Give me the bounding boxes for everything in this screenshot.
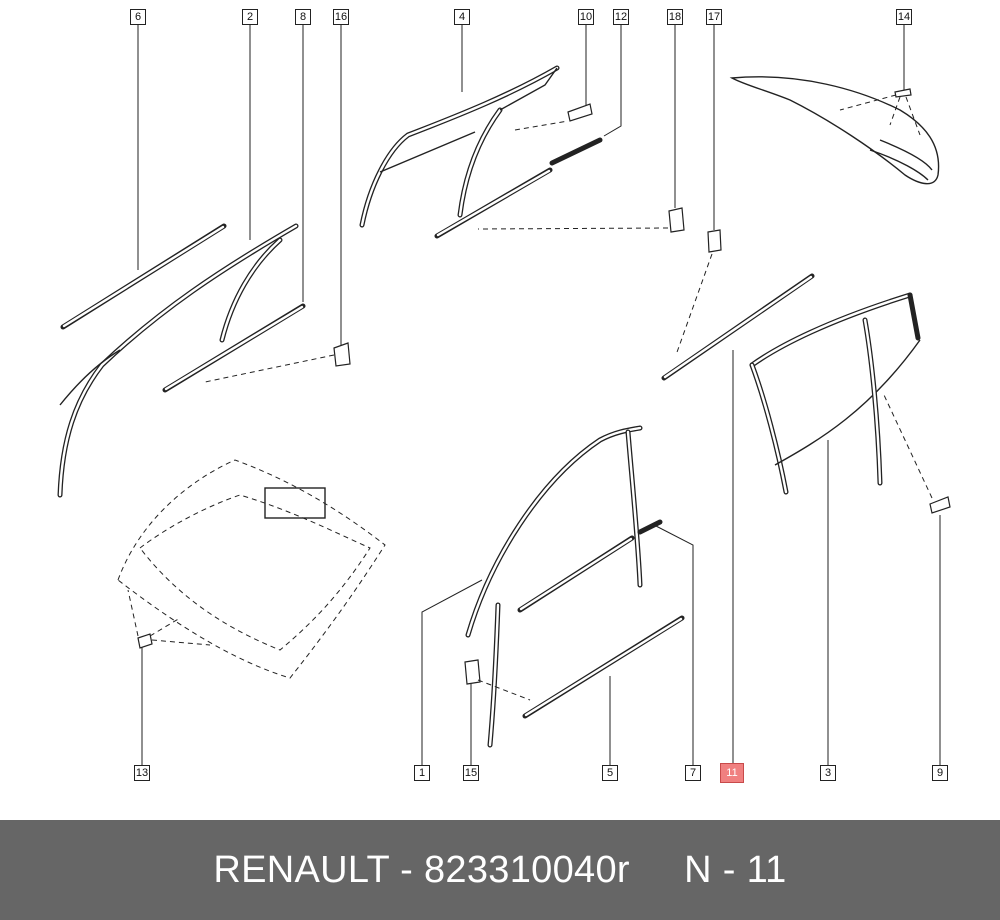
callout-15: 15 [463, 765, 479, 781]
callout-6: 6 [130, 9, 146, 25]
callout-9: 9 [932, 765, 948, 781]
part-3-rear-quarter-frame [749, 292, 933, 499]
part-9-clip [929, 496, 951, 514]
leader-lines [137, 25, 941, 765]
callout-14: 14 [896, 9, 912, 25]
brand-name: RENAULT [213, 849, 390, 891]
part-11-rear-belt-strip [661, 273, 815, 381]
part-number: 823310040r [424, 849, 630, 891]
footer-caption: RENAULT - 823310040r N - 11 [213, 849, 787, 891]
callout-18: 18 [667, 9, 683, 25]
footer-bar: RENAULT - 823310040r N - 11 [0, 820, 1000, 920]
callout-8: 8 [295, 9, 311, 25]
part-4-rear-door-frame [359, 65, 603, 239]
part-5-sill-strip [522, 615, 685, 719]
part-14-rear-window [729, 76, 940, 185]
callout-1: 1 [414, 765, 430, 781]
parts-diagram: 6 2 8 16 4 10 12 18 17 14 13 1 15 5 7 11… [57, 9, 951, 783]
part-8-belt-strip [162, 303, 306, 393]
callout-5: 5 [602, 765, 618, 781]
callout-13: 13 [134, 765, 150, 781]
diagram-drawing [57, 25, 951, 765]
callout-17: 17 [706, 9, 722, 25]
part-2-door-frame-seal [57, 223, 299, 498]
callout-2: 2 [242, 9, 258, 25]
callout-10: 10 [578, 9, 594, 25]
reference-number: N - 11 [684, 849, 787, 891]
callout-4: 4 [454, 9, 470, 25]
part-15-clip [464, 659, 531, 701]
part-10-clip [567, 103, 593, 122]
part-6-trim-strip [60, 223, 227, 330]
part-13-windscreen [117, 459, 386, 679]
part-16-clip [204, 342, 351, 383]
part-1-front-door-frame [465, 425, 663, 748]
callout-12: 12 [613, 9, 629, 25]
callout-16: 16 [333, 9, 349, 25]
callout-7: 7 [685, 765, 701, 781]
part-18-clip [477, 207, 685, 233]
callout-11-highlighted: 11 [720, 763, 744, 783]
callout-3: 3 [820, 765, 836, 781]
part-17-clip [675, 229, 722, 356]
